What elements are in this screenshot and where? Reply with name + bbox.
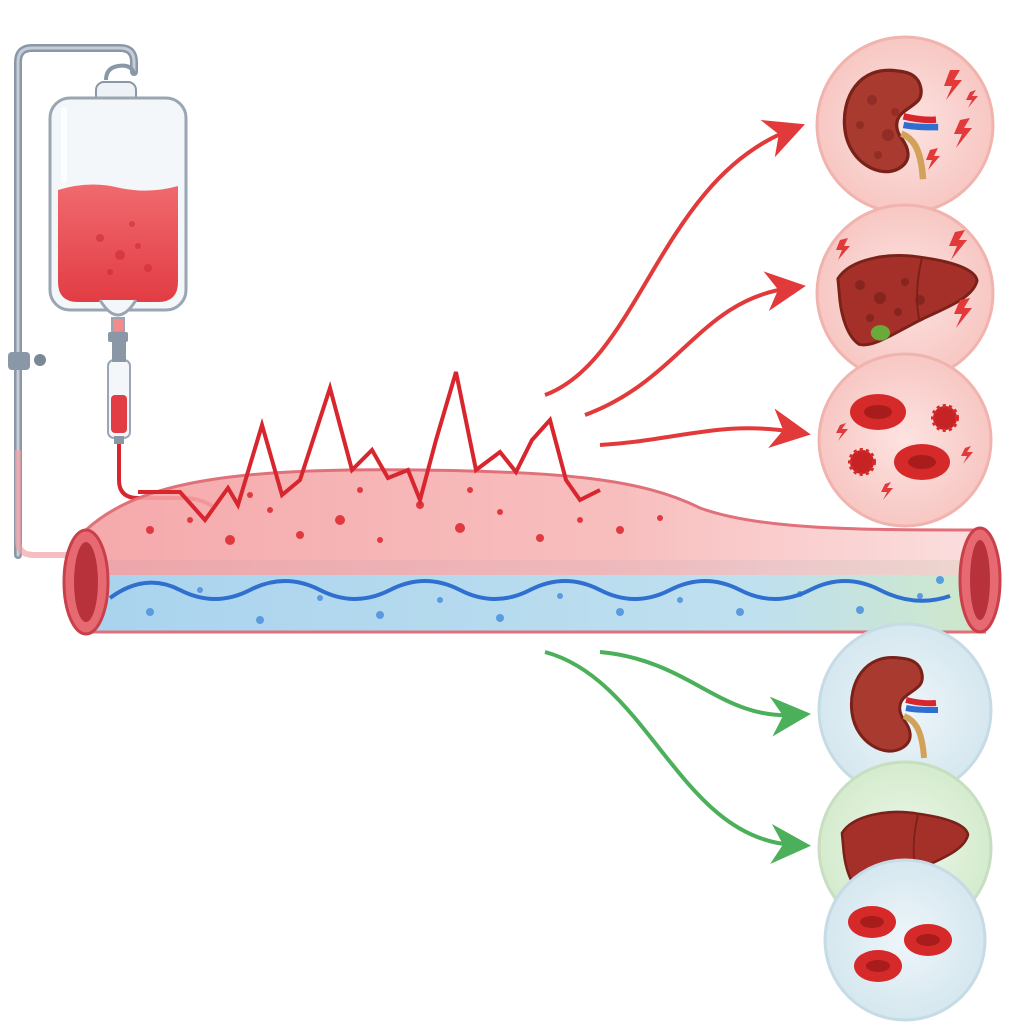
- arrow-to-damaged-cells: [599, 408, 811, 448]
- red-arrows: [544, 119, 811, 448]
- blood-bag-icon: [48, 81, 188, 342]
- healthy-red-blood-cells-panel: [823, 858, 987, 1022]
- arrow-to-healthy-kidney: [599, 650, 811, 737]
- damaged-kidney-panel: [815, 35, 995, 215]
- red-particles: [146, 487, 663, 545]
- lightning-spark-icon: [926, 70, 978, 170]
- red-blood-cells-icon: [848, 394, 959, 480]
- calm-wave-line: [108, 579, 951, 603]
- arrow-to-damaged-kidney: [544, 119, 805, 397]
- arrow-to-damaged-liver: [584, 271, 806, 417]
- lightning-spark-icon: [836, 423, 973, 500]
- green-arrows: [544, 650, 811, 864]
- spike-line: [138, 371, 601, 524]
- red-blood-cells-icon: [848, 906, 952, 982]
- arrow-to-healthy-liver: [544, 650, 811, 864]
- iv-pole-icon: [8, 44, 138, 559]
- blood-vessel-icon: [62, 468, 1002, 636]
- damaged-red-blood-cells-panel: [817, 352, 993, 528]
- lightning-spark-icon: [836, 230, 972, 328]
